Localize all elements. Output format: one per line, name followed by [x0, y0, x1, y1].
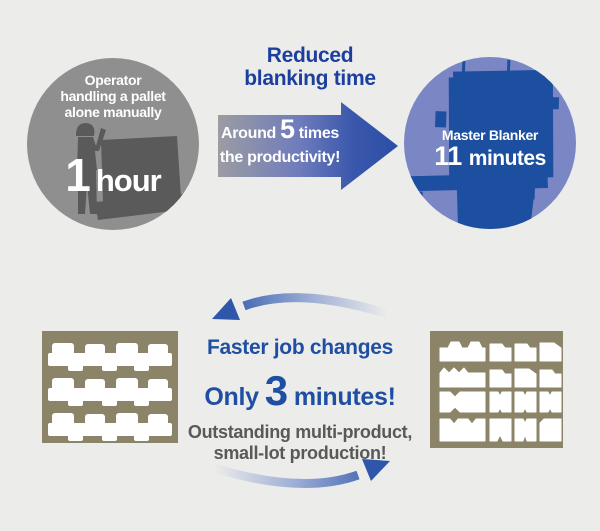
multi-product-note: Outstanding multi-product, small-lot pro… [168, 422, 432, 464]
manual-time-unit: hour [95, 163, 162, 198]
reduced-blanking-time-title: Reduced blanking time [203, 44, 417, 90]
blanked-sheets-image-left [42, 331, 178, 443]
productivity-arrow-icon [218, 102, 398, 190]
master-blanker-circle: Master Blanker 11 minutes [404, 57, 576, 229]
operator-pallet-silhouette-icon [76, 123, 188, 220]
master-blanker-label: Master Blanker [441, 127, 539, 143]
note-line-2: small-lot production! [213, 443, 387, 463]
cycle-arrow-top-icon [212, 293, 390, 320]
manual-operation-label: Operator handling a pallet alone manuall… [27, 72, 199, 120]
manual-time-value: 1 [65, 149, 91, 201]
manual-operation-circle: Operator handling a pallet alone manuall… [27, 58, 199, 230]
minutes-word: minutes! [293, 383, 396, 411]
productivity-word-before: Around [220, 125, 277, 142]
master-blanker-time-value: 11 [434, 141, 462, 171]
title-line-2: blanking time [244, 67, 376, 90]
die-cut-products-image-right [430, 331, 563, 448]
manual-label-line-2: handling a pallet [60, 88, 166, 104]
productivity-value: 5 [280, 114, 295, 144]
productivity-word-after: times [298, 125, 340, 142]
master-blanker-machine-icon [409, 59, 560, 229]
manual-label-line-1: Operator [84, 72, 142, 88]
note-line-1: Outstanding multi-product, [187, 422, 413, 442]
master-blanker-time: 11 minutes [404, 141, 576, 176]
job-change-minutes-value: 3 [264, 367, 288, 414]
cycle-arrow-bottom-icon [212, 459, 390, 488]
manual-label-line-3: alone manually [64, 104, 162, 120]
only-word: Only [204, 383, 259, 411]
faster-job-changes-heading: Faster job changes [207, 336, 393, 359]
master-blanker-time-unit: minutes [468, 147, 547, 170]
productivity-line-2: the productivity! [219, 149, 341, 166]
title-line-1: Reduced [266, 44, 354, 67]
